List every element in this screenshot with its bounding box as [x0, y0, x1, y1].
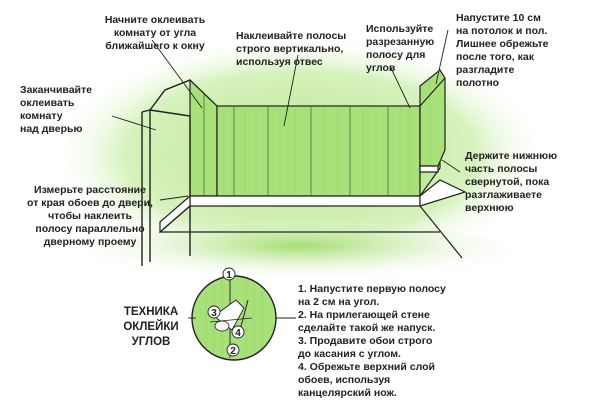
leader-lines — [111, 29, 461, 201]
label-measure: Измерьте расстояние от края обоев до две… — [27, 184, 153, 248]
marker-1: 1 — [226, 270, 232, 281]
back-wall — [216, 105, 421, 197]
label-start-corner: Начните оклеивать комнату от угла ближай… — [104, 14, 206, 52]
label-hold-strip: Держите нижнюю часть полосы свернутой, п… — [465, 150, 558, 214]
ceiling-outline — [164, 77, 446, 107]
step-item: 2. На прилегающей стене сделайте такой ж… — [298, 309, 436, 334]
label-vertical-strips: Наклеивайте полосы строго вертикально, и… — [236, 30, 347, 68]
corner-technique-title: ТЕХНИКА ОКЛЕЙКИ УГЛОВ — [123, 306, 179, 348]
label-finish-over-door: Заканчивайте оклеивать комнату над дверь… — [20, 84, 92, 135]
corner-technique-inset — [191, 275, 277, 361]
skirting-board — [159, 179, 467, 234]
hanging-wallpaper-strip — [419, 69, 446, 173]
inset-markers: 1 2 3 4 — [207, 267, 245, 357]
step-item: 3. Продавите обои строго до касания с уг… — [298, 335, 433, 360]
floor-outline — [159, 205, 463, 259]
label-overlap: Напустите 10 см на потолок и пол. Лишнее… — [456, 12, 549, 89]
label-cut-strip: Используйте разрезанную полосу для углов — [366, 23, 435, 74]
marker-2: 2 — [230, 346, 236, 357]
wallpaper-texture — [223, 108, 411, 194]
strip-seams — [203, 93, 389, 196]
marker-4: 4 — [235, 328, 241, 339]
corner-technique-steps: 1. Напустите первую полосу на 2 см на уг… — [298, 283, 446, 400]
floor-glow — [90, 222, 510, 282]
marker-3: 3 — [211, 308, 217, 319]
step-item: 4. Обрежьте верхний слой обоев, использу… — [298, 361, 435, 399]
step-item: 1. Напустите первую полосу на 2 см на уг… — [298, 283, 446, 308]
